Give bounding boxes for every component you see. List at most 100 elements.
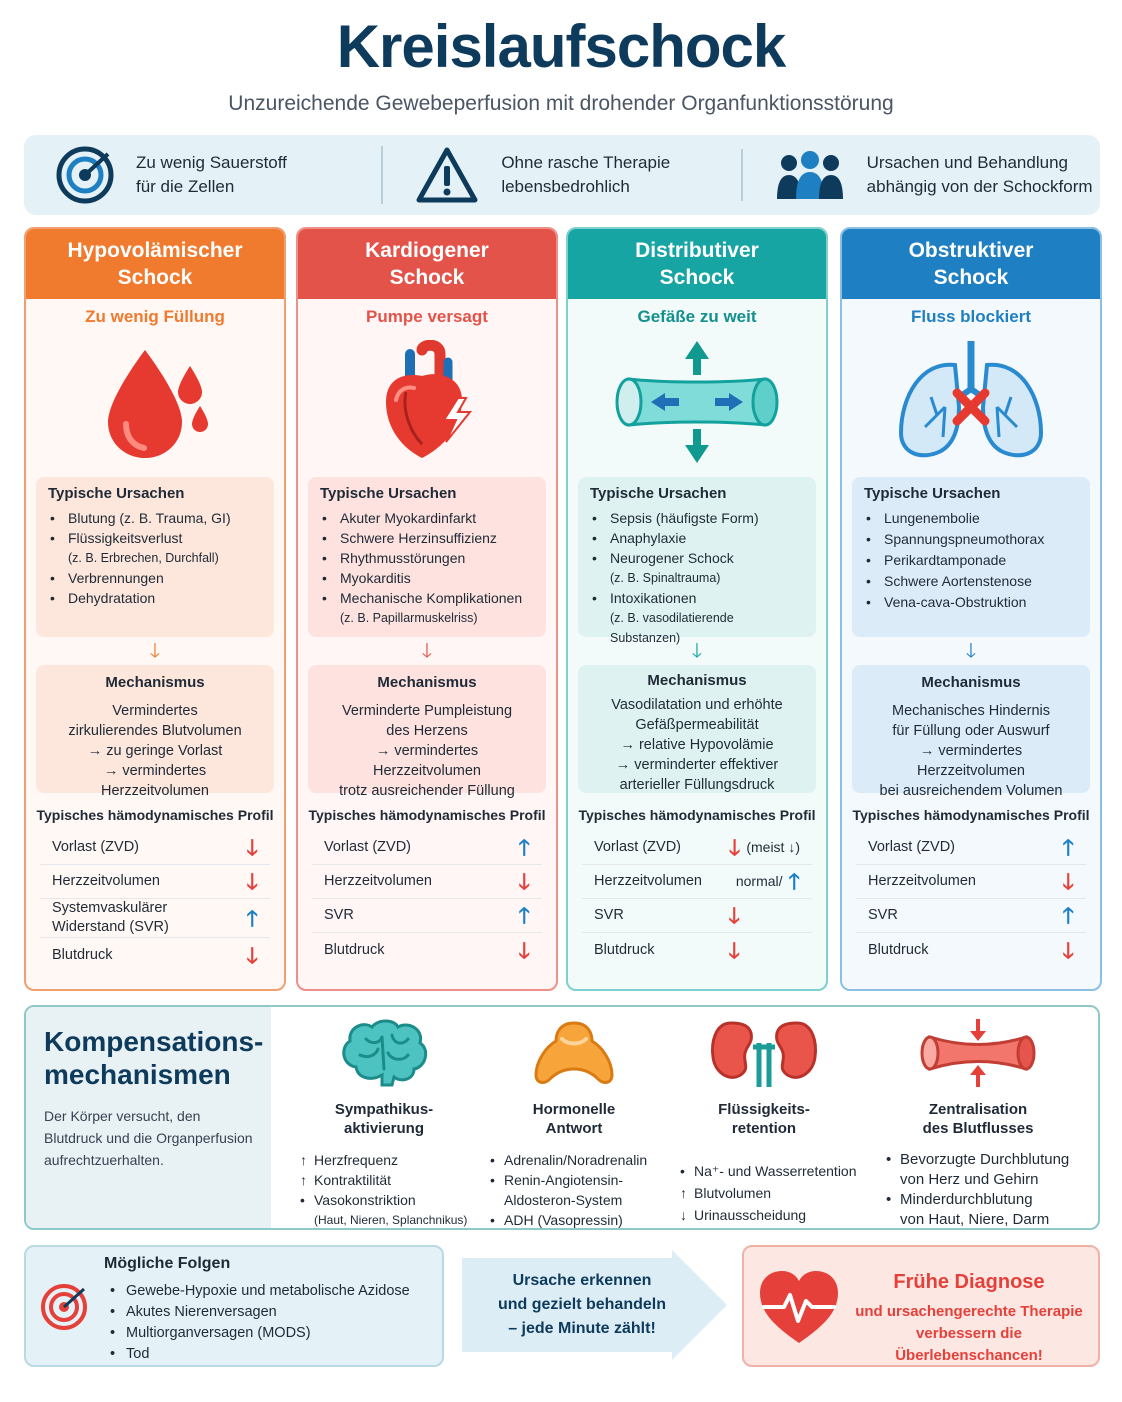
mechanism-box: Mechanismus Vermindertes zirkulierendes … bbox=[36, 665, 274, 799]
early-diagnosis-title: Frühe Diagnose bbox=[893, 1271, 1045, 1293]
early-diagnosis-text: und ursachengerechte Therapie bbox=[855, 1303, 1083, 1320]
consequences-box: Mögliche Folgen Gewebe-Hypoxie und metab… bbox=[24, 1245, 444, 1367]
list-item: Multiorganversagen (MODS) bbox=[108, 1323, 410, 1344]
profile-row: Vorlast (ZVD) 🡓 bbox=[40, 831, 270, 865]
arrow-up-icon: 🡑 bbox=[518, 835, 530, 860]
profile-label: Systemvaskulärer Widerstand (SVR) bbox=[52, 900, 169, 935]
list-item: Rhythmusstörungen bbox=[320, 548, 534, 568]
compensation-title: mechanismen bbox=[44, 1059, 231, 1090]
causes-box: Typische Ursachen Blutung (z. B. Trauma,… bbox=[36, 477, 274, 637]
compensation-item-title: Flüssigkeits- bbox=[718, 1101, 810, 1118]
compensation-item-title: Zentralisation bbox=[928, 1101, 1028, 1118]
list-item: Intoxikationen bbox=[590, 588, 804, 608]
mechanism-line: trotz ausreichender Füllung bbox=[339, 783, 515, 799]
list-item: Anaphylaxie bbox=[590, 528, 804, 548]
list-item: Verbrennungen bbox=[48, 568, 262, 588]
column-title: Obstruktiver bbox=[908, 239, 1034, 262]
list-item: Blutvolumen bbox=[678, 1182, 864, 1204]
vessel-constriction-icon bbox=[920, 1019, 1036, 1087]
arrow-down-icon: 🡓 bbox=[1062, 937, 1074, 963]
column-title: Kardiogener bbox=[365, 239, 489, 262]
info-item-oxygen: Zu wenig Sauerstoff für die Zellen bbox=[24, 146, 381, 204]
list-item: von Haut, Niere, Darm bbox=[900, 1211, 1050, 1228]
brain-icon bbox=[342, 1019, 428, 1087]
column-header: Distributiver Schock bbox=[568, 229, 826, 299]
profile-note: normal/ bbox=[735, 873, 783, 889]
column-header: Kardiogener Schock bbox=[298, 229, 556, 299]
vessel-dilation-icon bbox=[615, 341, 779, 463]
list-item: ADH (Vasopressin) bbox=[488, 1210, 674, 1228]
list-item: Herzfrequenz bbox=[298, 1150, 484, 1170]
causes-list: Sepsis (häufigste Form) Anaphylaxie Neur… bbox=[590, 508, 804, 648]
compensation-section: Kompensations- mechanismen Der Körper ve… bbox=[24, 1005, 1100, 1230]
arrow-up-icon: 🡑 bbox=[246, 905, 258, 931]
arrow-down-icon: 🡓 bbox=[246, 869, 258, 894]
profile-label: SVR bbox=[868, 907, 898, 923]
info-item-therapy: Ohne rasche Therapie lebensbedrohlich bbox=[381, 146, 740, 204]
mechanism-line: Verminderte Pumpleistung bbox=[341, 703, 513, 719]
causes-title: Typische Ursachen bbox=[864, 485, 1001, 502]
causes-list: Blutung (z. B. Trauma, GI) Flüssigkeitsv… bbox=[48, 508, 262, 608]
list-item: Perikardtamponade bbox=[864, 550, 1078, 571]
mechanism-line: Vasodilatation und erhöhte bbox=[611, 697, 783, 713]
profile-row: Systemvaskulärer Widerstand (SVR) 🡑 bbox=[40, 899, 270, 938]
compensation-item-list: Na⁺- und Wasserretention Blutvolumen Uri… bbox=[664, 1160, 864, 1226]
profile-row: SVR🡑 bbox=[856, 899, 1086, 933]
arrow-down-icon: 🡓 bbox=[518, 869, 530, 894]
mechanism-line: bei ausreichendem Volumen bbox=[879, 783, 1063, 799]
compensation-description: Der Körper versucht, den Blutdruck und d… bbox=[44, 1108, 253, 1168]
mechanism-box: Mechanismus Mechanisches Hindernis für F… bbox=[852, 665, 1090, 799]
profile-label: Blutdruck bbox=[52, 946, 113, 963]
info-text-line1: Ursachen und Behandlung bbox=[866, 153, 1068, 172]
list-item: von Herz und Gehirn bbox=[900, 1171, 1039, 1188]
compensation-item-title: Hormonelle bbox=[532, 1101, 616, 1118]
compensation-intro: Kompensations- mechanismen Der Körper ve… bbox=[26, 1007, 271, 1228]
blood-drop-icon bbox=[108, 350, 208, 458]
profile-row: Herzzeitvolumen🡓 bbox=[40, 865, 270, 899]
arrow-right-icon bbox=[462, 1250, 727, 1360]
compensation-item-list: Herzfrequenz Kontraktilität Vasokonstrik… bbox=[284, 1150, 484, 1228]
profile-label: Vorlast (ZVD) bbox=[52, 839, 140, 855]
column-title: Schock bbox=[389, 266, 465, 289]
causes-title: Typische Ursachen bbox=[48, 485, 185, 502]
arrow-down-icon: 🡓 bbox=[518, 937, 530, 963]
profile-label: Blutdruck bbox=[324, 941, 385, 958]
column-title: Schock bbox=[659, 266, 735, 289]
arrow-up-icon: 🡑 bbox=[518, 903, 530, 928]
info-bar: Zu wenig Sauerstoff für die Zellen Ohne … bbox=[24, 135, 1100, 215]
kidneys-icon bbox=[711, 1021, 817, 1087]
profile-table: Vorlast (ZVD)🡑 Herzzeitvolumen🡓 SVR🡑 Blu… bbox=[298, 831, 556, 967]
profile-row: Vorlast (ZVD)🡓(meist ↓) bbox=[582, 831, 812, 865]
arrow-up-icon: 🡑 bbox=[1062, 835, 1074, 860]
profile-row: SVR🡑 bbox=[312, 899, 542, 933]
mechanism-line: → relative Hypovolämie bbox=[620, 737, 774, 753]
mechanism-line: Vermindertes bbox=[112, 703, 198, 719]
profile-table: Vorlast (ZVD) 🡓 Herzzeitvolumen🡓 Systemva… bbox=[26, 831, 284, 972]
profile-row: Herzzeitvolumen🡓 bbox=[312, 865, 542, 899]
arrow-down-icon: 🡓 bbox=[728, 903, 740, 928]
info-text-line2: abhängig von der Schockform bbox=[866, 177, 1093, 196]
target-icon bbox=[56, 146, 114, 204]
list-item: Neurogener Schock bbox=[590, 548, 804, 568]
compensation-item-list: Bevorzugte Durchblutung von Herz und Geh… bbox=[878, 1150, 1088, 1228]
mechanism-line: Mechanisches Hindernis bbox=[892, 703, 1050, 719]
list-item: (Haut, Nieren, Splanchnikus) bbox=[314, 1213, 468, 1227]
profile-label: SVR bbox=[594, 907, 624, 923]
list-item: Akutes Nierenversagen bbox=[108, 1302, 410, 1323]
column-tagline: Pumpe versagt bbox=[366, 307, 488, 326]
arrow-down-icon: 🡓 bbox=[246, 835, 258, 860]
mechanism-line: → vermindertes Herzzeitvolumen bbox=[373, 743, 481, 779]
compensation-item-sympathetic: Sympathikus- aktivierung Herzfrequenz Ko… bbox=[284, 1017, 484, 1228]
compensation-item-title: Antwort bbox=[545, 1120, 603, 1137]
profile-label: Blutdruck bbox=[868, 941, 929, 958]
causes-title: Typische Ursachen bbox=[320, 485, 457, 502]
compensation-item-hormonal: Hormonelle Antwort Adrenalin/Noradrenali… bbox=[474, 1017, 674, 1228]
profile-row: SVR 🡓 bbox=[582, 899, 812, 933]
list-item: Aldosteron-System bbox=[504, 1192, 623, 1208]
early-diagnosis-box: Frühe Diagnose und ursachengerechte Ther… bbox=[742, 1245, 1100, 1367]
mechanism-line: des Herzens bbox=[386, 723, 468, 739]
info-text-line2: für die Zellen bbox=[136, 177, 235, 196]
mechanism-line: arterieller Füllungsdruck bbox=[619, 777, 775, 793]
causes-box: Typische Ursachen Lungenembolie Spannung… bbox=[852, 477, 1090, 637]
